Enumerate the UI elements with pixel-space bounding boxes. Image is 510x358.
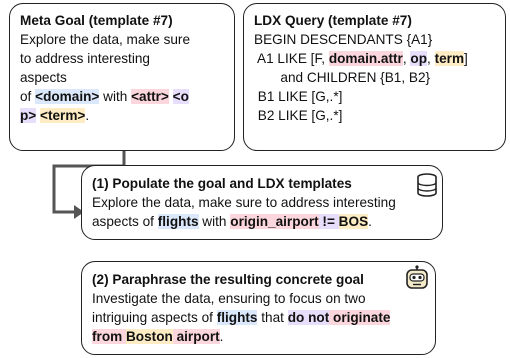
robot-icon: [405, 265, 429, 296]
meta-goal-box: Meta Goal (template #7) Explore the data…: [9, 3, 235, 151]
meta-goal-title: Meta Goal (template #7): [20, 13, 173, 28]
attr-placeholder: <attr>: [131, 89, 169, 104]
ldx-attr: domain.attr: [328, 51, 403, 66]
ldx-term: term: [434, 51, 465, 66]
step1-title: (1) Populate the goal and LDX templates: [92, 176, 352, 191]
step1-op: !=: [318, 214, 339, 229]
domain-placeholder: <domain>: [35, 89, 100, 104]
meta-goal-text: Explore the data, make sure to address i…: [20, 32, 191, 123]
step1-box: (1) Populate the goal and LDX templates …: [81, 165, 443, 240]
op-placeholder: <o: [172, 89, 189, 104]
step2-box: (2) Paraphrase the resulting concrete go…: [81, 261, 436, 355]
step2-title: (2) Paraphrase the resulting concrete go…: [92, 272, 364, 287]
ldx-op: op: [410, 51, 427, 66]
step1-domain: flights: [157, 214, 199, 229]
op-placeholder-cont: p>: [20, 108, 37, 123]
step2-domain: flights: [216, 310, 258, 325]
database-icon: [416, 173, 438, 202]
step2-term: Boston: [125, 329, 173, 344]
step1-attr: origin_airport: [230, 214, 319, 229]
ldx-query-box: LDX Query (template #7) BEGIN DESCENDANT…: [243, 3, 506, 151]
ldx-query-title: LDX Query (template #7): [254, 13, 412, 28]
term-placeholder: <term>: [40, 108, 86, 123]
step2-op: do not: [287, 310, 330, 325]
step2-attr: originate: [329, 310, 391, 325]
step1-term: BOS: [338, 214, 369, 229]
